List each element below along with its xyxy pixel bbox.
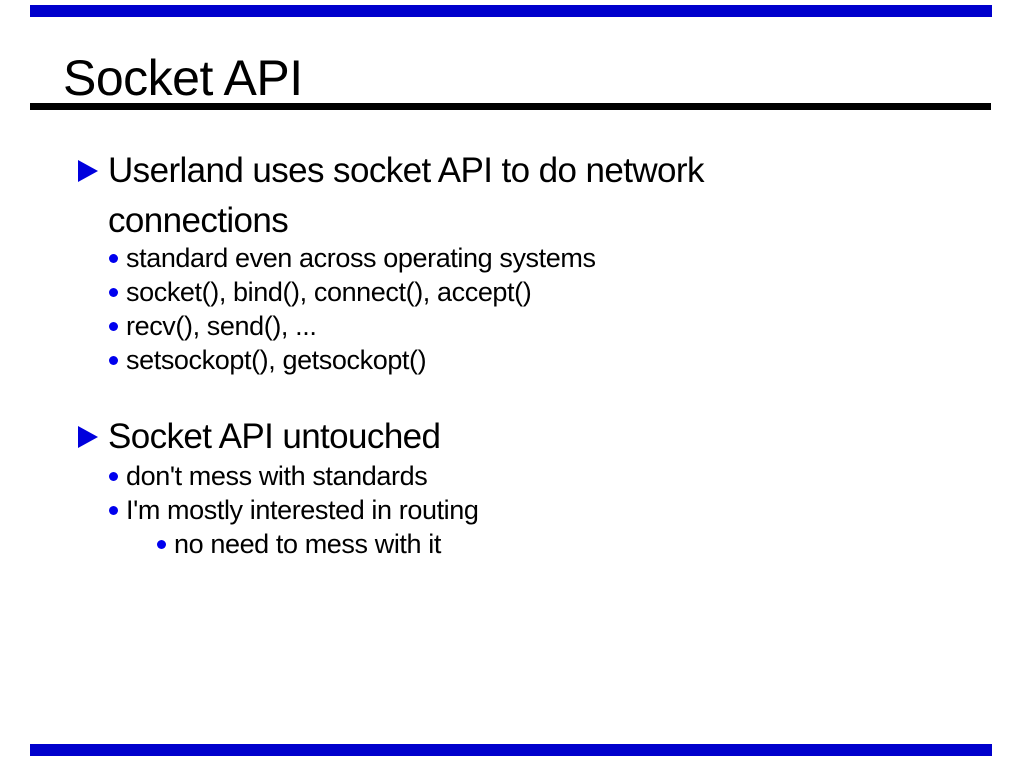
triangle-bullet-icon (78, 160, 98, 182)
list-item: don't mess with standards (109, 459, 479, 493)
slide-title: Socket API (63, 50, 303, 106)
bullet-text: Socket API untouched (108, 417, 441, 456)
list-item: standard even across operating systems (109, 241, 596, 275)
list-item: recv(), send(), ... (109, 309, 596, 343)
dot-bullet-icon (109, 506, 118, 515)
triangle-bullet-icon (78, 426, 98, 448)
dot-bullet-icon (109, 472, 118, 481)
list-item-text: I'm mostly interested in routing (126, 495, 479, 525)
list-item-text: no need to mess with it (174, 529, 441, 559)
list-item-text: don't mess with standards (126, 461, 428, 491)
list-item-text: standard even across operating systems (126, 243, 596, 273)
sub-bullet-list: don't mess with standards I'm mostly int… (109, 459, 479, 561)
dot-bullet-icon (157, 540, 166, 549)
sub-bullet-list: standard even across operating systems s… (109, 241, 596, 377)
bullet-item-level1: Socket API untouched (78, 412, 441, 462)
dot-bullet-icon (109, 356, 118, 365)
list-item-level3: no need to mess with it (157, 527, 479, 561)
list-item-text: setsockopt(), getsockopt() (126, 345, 427, 375)
dot-bullet-icon (109, 288, 118, 297)
list-item: I'm mostly interested in routing (109, 493, 479, 527)
list-item-text: recv(), send(), ... (126, 311, 317, 341)
list-item: socket(), bind(), connect(), accept() (109, 275, 596, 309)
bottom-decoration-bar (30, 744, 992, 756)
top-decoration-bar (30, 5, 992, 17)
dot-bullet-icon (109, 322, 118, 331)
dot-bullet-icon (109, 254, 118, 263)
list-item-text: socket(), bind(), connect(), accept() (126, 277, 532, 307)
list-item: setsockopt(), getsockopt() (109, 343, 596, 377)
bullet-text: Userland uses socket API to do network c… (108, 151, 704, 240)
bullet-item-level1: Userland uses socket API to do network c… (78, 146, 808, 246)
title-underline (30, 103, 991, 110)
